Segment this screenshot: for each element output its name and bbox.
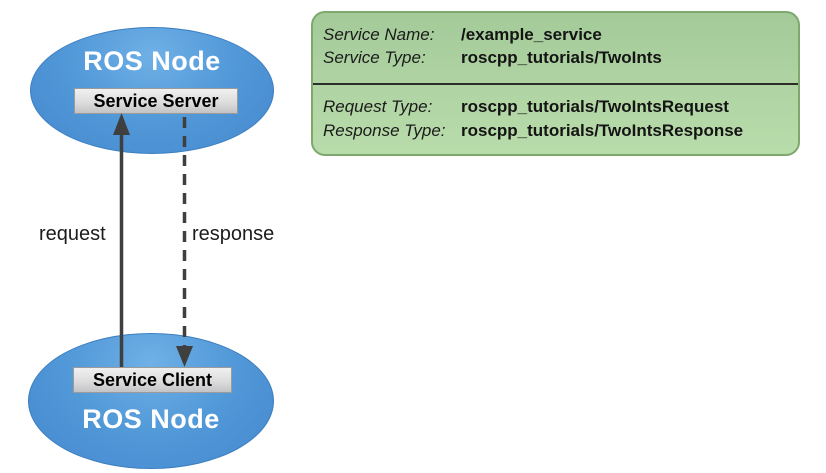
service-info-panel: Service Name: /example_service Service T…: [311, 11, 800, 156]
request-type-label: Request Type:: [323, 97, 433, 116]
service-type-row: Service Type: roscpp_tutorials/TwoInts: [323, 48, 793, 70]
service-type-value: roscpp_tutorials/TwoInts: [461, 48, 662, 67]
response-arrow-icon: [176, 117, 193, 367]
service-name-label: Service Name:: [323, 25, 435, 44]
ros-node-label: ROS Node: [83, 46, 221, 76]
info-panel-divider: [313, 83, 798, 85]
response-type-value: roscpp_tutorials/TwoIntsResponse: [461, 121, 744, 140]
ros-node-client-ellipse: ROS Node: [28, 333, 274, 469]
service-name-value: /example_service: [461, 25, 602, 44]
request-type-value: roscpp_tutorials/TwoIntsRequest: [461, 97, 729, 116]
request-arrow-label: request: [39, 223, 106, 245]
service-name-row: Service Name: /example_service: [323, 25, 793, 47]
response-arrow-label: response: [192, 223, 275, 245]
response-type-row: Response Type: roscpp_tutorials/TwoIntsR…: [323, 121, 793, 143]
request-type-row: Request Type: roscpp_tutorials/TwoIntsRe…: [323, 97, 793, 119]
ros-node-label: ROS Node: [82, 404, 220, 434]
service-type-label: Service Type:: [323, 48, 426, 67]
service-client-box: Service Client: [73, 367, 232, 393]
request-arrow-icon: [113, 113, 130, 367]
service-server-label: Service Server: [93, 90, 219, 111]
service-client-label: Service Client: [92, 369, 213, 390]
response-type-label: Response Type:: [323, 121, 446, 140]
service-server-box: Service Server: [74, 88, 238, 114]
